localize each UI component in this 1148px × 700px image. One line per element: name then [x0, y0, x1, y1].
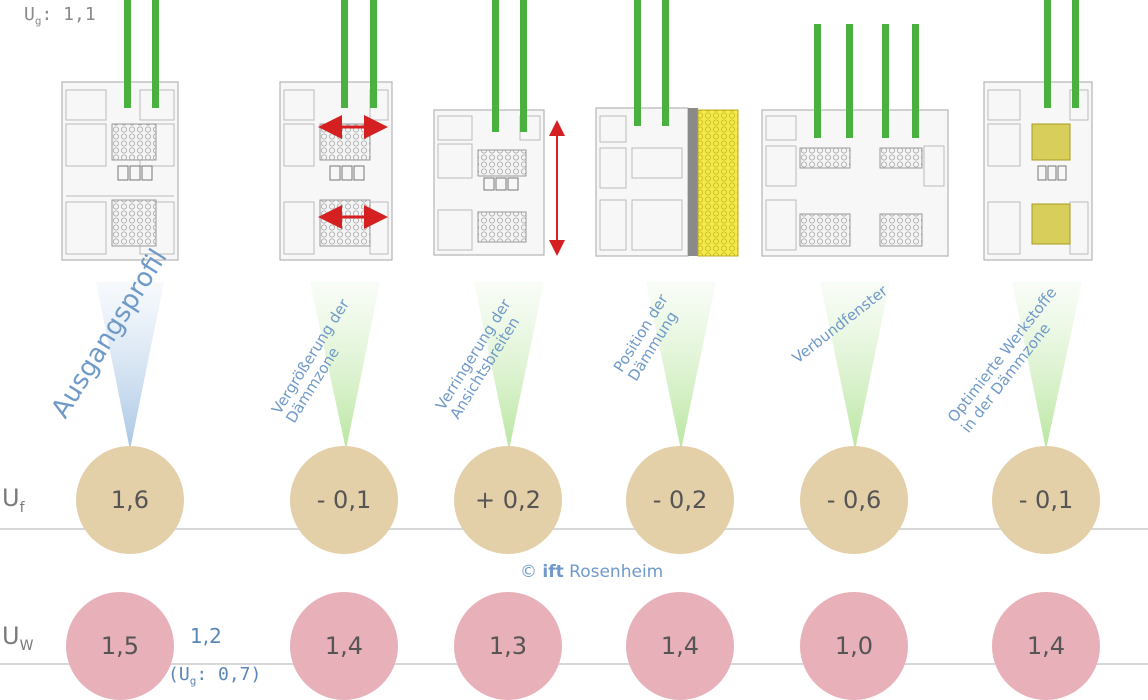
ug-label: Ug: 1,1 — [24, 4, 96, 28]
copyright-city: Rosenheim — [569, 562, 664, 582]
copyright-symbol: © — [520, 562, 537, 582]
ug-prefix: U — [24, 4, 35, 25]
alt-ug-open: (U — [168, 664, 190, 685]
profile-vergroesserung — [279, 0, 393, 261]
beam-verbundfenster — [820, 282, 890, 450]
uf-value-ausgangsprofil: 1,6 — [76, 446, 184, 554]
uf-value-vergroesserung: - 0,1 — [290, 446, 398, 554]
uw-value-vergroesserung: 1,4 — [290, 592, 398, 700]
copyright: © ift Rosenheim — [520, 562, 663, 582]
alt-ug-sub: g — [189, 674, 197, 688]
uw-value-optimierte-werkstoffe: 1,4 — [992, 592, 1100, 700]
beam-optimierte-werkstoffe — [1012, 282, 1082, 450]
uf-baseline — [0, 528, 1148, 530]
uw-baseline — [0, 663, 1148, 665]
uf-value-position: - 0,2 — [626, 446, 734, 554]
profile-verringerung — [433, 0, 565, 256]
uw-value-ausgangsprofil: 1,5 — [66, 592, 174, 700]
profile-verbundfenster — [761, 24, 949, 257]
uw-main: U — [2, 622, 20, 650]
uw-sub: W — [19, 637, 34, 654]
uw-row-label: UW — [2, 622, 33, 654]
uf-value-optimierte-werkstoffe: - 0,1 — [992, 446, 1100, 554]
uw-value-verbundfenster: 1,0 — [800, 592, 908, 700]
ug-value: : 1,1 — [41, 4, 96, 25]
uf-row-label: Uf — [2, 484, 25, 516]
profile-optimierte-werkstoffe — [983, 0, 1093, 261]
beam-position — [646, 282, 716, 450]
uw-value-position: 1,4 — [626, 592, 734, 700]
alt-uw-value: 1,2 — [190, 624, 222, 648]
uf-sub: f — [19, 499, 25, 516]
profile-position — [595, 0, 739, 257]
profile-ausgangsprofil — [61, 0, 179, 261]
beam-ausgangsprofil — [96, 282, 164, 450]
copyright-brand: ift — [542, 562, 564, 582]
beam-vergroesserung — [310, 282, 380, 450]
uw-value-verringerung: 1,3 — [454, 592, 562, 700]
uf-value-verbundfenster: - 0,6 — [800, 446, 908, 554]
uf-main: U — [2, 484, 20, 512]
uf-value-verringerung: + 0,2 — [454, 446, 562, 554]
beam-verringerung — [474, 282, 544, 450]
ug-sub: g — [34, 14, 42, 28]
alt-ug-value: (Ug: 0,7) — [168, 664, 261, 688]
alt-ug-rest: : 0,7) — [196, 664, 262, 685]
